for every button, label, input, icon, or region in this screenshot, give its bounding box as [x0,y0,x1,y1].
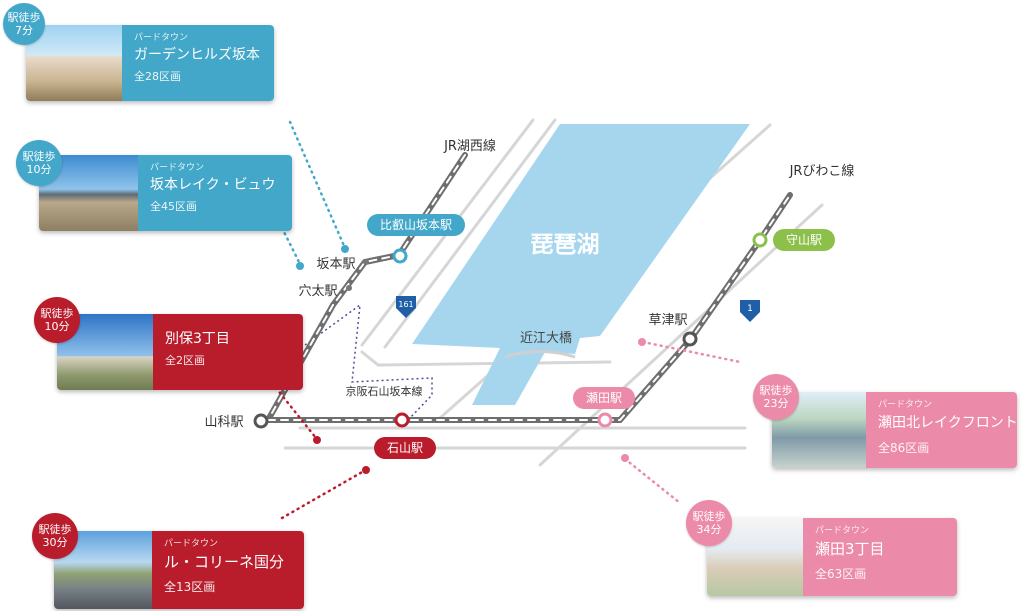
walk-time-badge: 駅徒歩 10分 [16,140,62,186]
jr-kosei-label: JR湖西線 [443,138,496,154]
leader-garden-hills [288,120,347,250]
route-1-shield: 1 [740,300,760,322]
station-marker-kusatsu [682,331,698,347]
property-name: 瀬田北レイクフロント [878,415,1017,431]
leader-endpoints [296,245,646,474]
station-marker-seta [597,412,613,428]
property-card-sakamoto-lake-view[interactable]: パードタウン 坂本レイク・ビュウ 全45区画 [39,155,292,231]
walk-time-badge: 駅徒歩 30分 [32,513,78,559]
route-161-shield: 161 [396,296,416,318]
svg-text:守山駅: 守山駅 [786,233,822,247]
property-name: 瀬田3丁目 [815,540,885,558]
station-marker-hieizan [392,248,408,264]
bridge [504,350,576,359]
walk-time-badge: 駅徒歩 10分 [34,297,80,343]
station-label-anou: 穴太駅 [298,284,337,299]
leader-colline [280,469,366,520]
station-label-kusatsu: 草津駅 [648,313,687,328]
keihan-line [304,303,433,421]
lake-label: 琵琶湖 [531,232,600,258]
station-marker-ishiyama [394,412,410,428]
station-marker-sakamoto [363,259,369,265]
property-card-beppo-3chome[interactable]: 別保3丁目 全2区画 [57,314,303,390]
lake: 琵琶湖 [412,124,750,405]
leader-lines [274,120,742,520]
brand-label: パードタウン [150,163,205,173]
leader-seta-north [641,340,742,364]
jr-biwako-label: JRびわこ線 [789,163,855,179]
station-markers [253,232,768,429]
brand-label: パードタウン [134,33,189,43]
property-card-le-colline-kokubu[interactable]: パードタウン ル・コリーネ国分 全13区画 [54,531,304,609]
svg-text:1: 1 [747,304,753,314]
station-pill-seta: 瀬田駅 [573,387,635,409]
brand-label: パードタウン [164,539,219,549]
property-name: ガーデンヒルズ坂本 [134,47,260,63]
property-name: 別保3丁目 [165,331,230,347]
svg-text:161: 161 [398,300,413,309]
lake-shape [412,124,750,405]
property-name: 坂本レイク・ビュウ [150,177,276,193]
property-photo [26,25,122,101]
station-label-yamashina: 山科駅 [204,415,243,430]
station-pill-moriyama: 守山駅 [773,229,835,251]
leader-lake-view [280,226,302,266]
station-marker-yamashina [253,413,269,429]
lot-count: 全28区画 [134,70,181,83]
property-card-seta-north-lakefront[interactable]: パードタウン 瀬田北レイクフロント 全86区画 [772,392,1017,468]
lot-count: 全45区画 [150,200,197,213]
brand-label: パードタウン [878,400,933,410]
leader-beppo [274,386,318,440]
lot-count: 全63区画 [815,567,867,581]
walk-time-badge: 駅徒歩 23分 [753,374,799,420]
leader-seta3 [623,457,682,505]
station-label-sakamoto: 坂本駅 [316,257,355,272]
lot-count: 全13区画 [164,580,216,594]
property-card-garden-hills-sakamoto[interactable]: パードタウン ガーデンヒルズ坂本 全28区画 [26,25,274,101]
lot-count: 全2区画 [165,354,205,367]
property-card-seta-3chome[interactable]: パードタウン 瀬田3丁目 全63区画 [707,518,957,596]
station-pill-ishiyama: 石山駅 [374,437,436,459]
walk-time-badge: 駅徒歩 34分 [686,500,732,546]
bridge-label: 近江大橋 [520,331,572,346]
brand-label: パードタウン [815,526,870,536]
walk-time-badge: 駅徒歩 7分 [3,3,45,45]
svg-text:瀬田駅: 瀬田駅 [586,391,622,405]
svg-text:比叡山坂本駅: 比叡山坂本駅 [380,217,452,232]
keihan-label: 京阪石山坂本線 [346,384,423,398]
station-marker-moriyama [752,232,768,248]
svg-text:石山駅: 石山駅 [387,441,423,455]
station-marker-anou [346,285,352,291]
property-name: ル・コリーネ国分 [164,553,285,571]
road [360,350,380,367]
lot-count: 全86区画 [878,441,930,455]
station-pill-hieizan: 比叡山坂本駅 [367,214,465,236]
